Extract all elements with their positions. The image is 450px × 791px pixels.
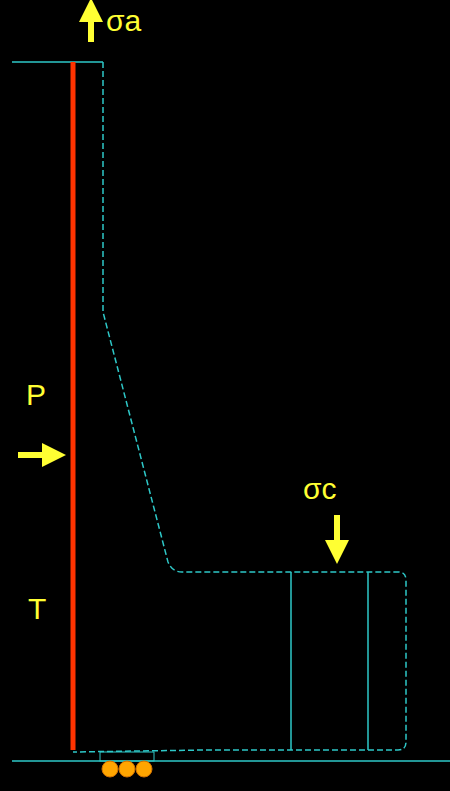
top-edge [12, 61, 103, 63]
base-line [12, 760, 450, 762]
pressure-arrow [18, 452, 54, 458]
ring-edge [367, 572, 369, 750]
stress-label: σa [106, 6, 141, 36]
part-label: T [28, 594, 46, 624]
load-label: P [26, 380, 46, 410]
specimen-outline [73, 62, 406, 752]
stress-label: σc [303, 474, 337, 504]
stress-arrow [334, 515, 340, 552]
ring-edge [290, 572, 292, 750]
stress-arrow [88, 10, 94, 42]
roller [119, 761, 135, 777]
roller [102, 761, 118, 777]
roller [136, 761, 152, 777]
support [100, 752, 154, 761]
axis-line [71, 62, 76, 750]
